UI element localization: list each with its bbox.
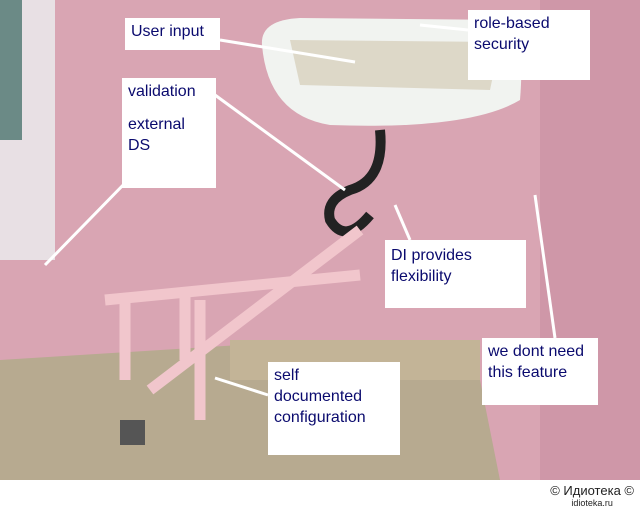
label-self-documented: self documented configuration [268, 362, 400, 455]
label-external-ds: external DS [128, 116, 185, 154]
label-validation-external-ds: validation external DS [122, 78, 216, 188]
watermark-site: idioteka.ru [571, 498, 613, 508]
label-role-based-security: role-based security [468, 10, 590, 80]
watermark: © Идиотека © idioteka.ru [550, 483, 634, 508]
label-validation: validation [128, 83, 196, 100]
watermark-brand: © Идиотека © [550, 483, 634, 498]
label-not-needed: we dont need this feature [482, 338, 598, 405]
label-user-input: User input [125, 18, 220, 50]
label-di-text: DI provides flexibility [391, 247, 472, 285]
label-self-documented-text: self documented configuration [274, 367, 366, 426]
label-di-flexibility: DI provides flexibility [385, 240, 526, 308]
